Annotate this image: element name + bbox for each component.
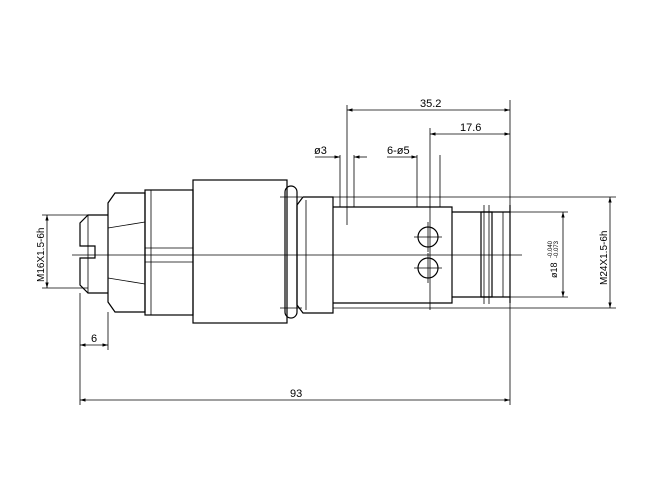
- cross-hole-1: [414, 222, 442, 252]
- dim-6-holes-dia-5: 6-ø5: [387, 145, 410, 157]
- dim-tol-lower: -0.073: [554, 240, 560, 258]
- dim-17-6: 17.6: [460, 122, 481, 134]
- dim-dia-3: ø3: [314, 145, 327, 157]
- dimensions: 35.2 17.6 ø3 6-ø5 ø18 -0.040 -0.073 M24X…: [36, 98, 616, 405]
- valve-body-outline: [79, 155, 511, 324]
- cross-hole-2: [414, 253, 442, 283]
- dim-m16-thread: M16X1.5-6h: [36, 228, 47, 282]
- dim-m24-thread: M24X1.5-6h: [599, 231, 610, 285]
- dim-93: 93: [290, 388, 302, 400]
- dim-35-2: 35.2: [420, 98, 441, 110]
- dim-tol-upper: -0.040: [548, 240, 554, 258]
- dim-dia-18: ø18: [549, 262, 559, 278]
- dim-6: 6: [91, 333, 97, 345]
